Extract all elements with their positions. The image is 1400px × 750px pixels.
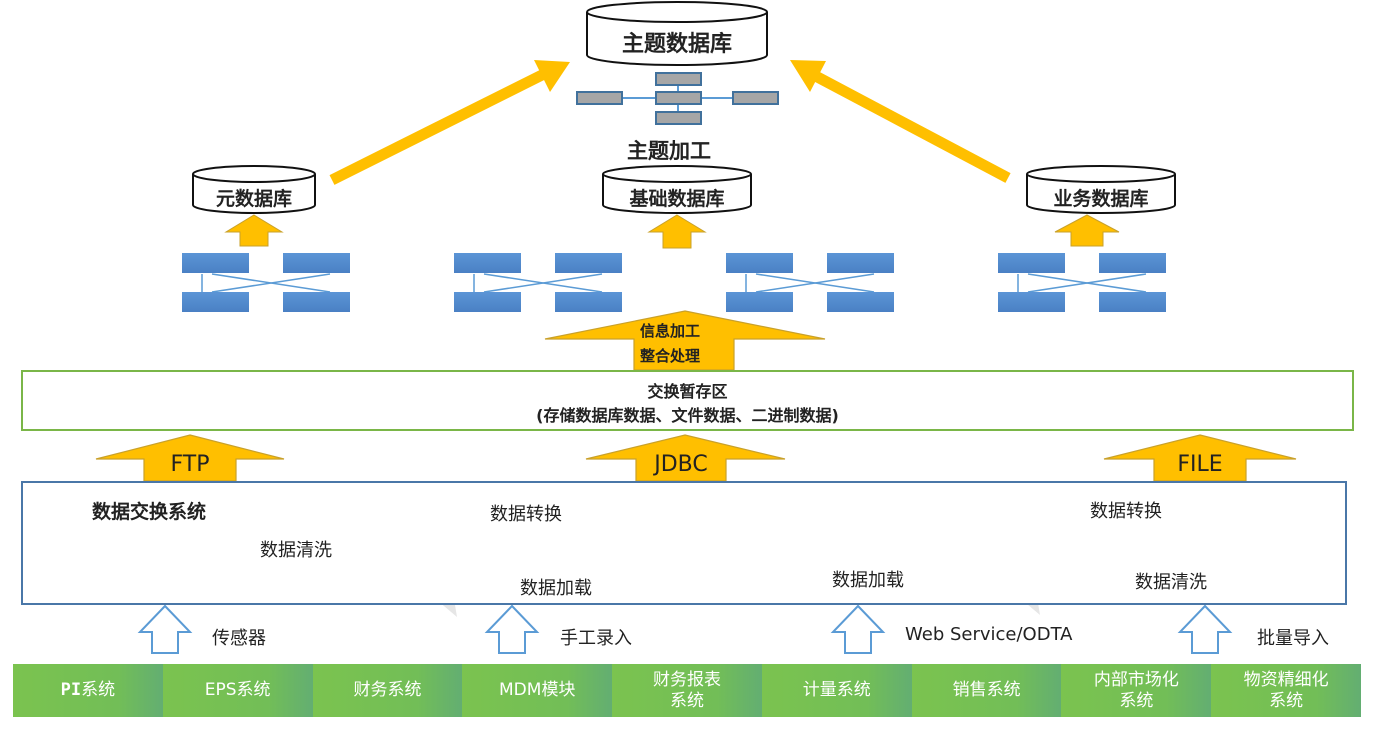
input-webservice: Web Service/ODTA [905, 624, 1073, 645]
source-system[interactable]: MDM模块 [462, 664, 613, 717]
input-up-arrow-icon [1177, 604, 1233, 654]
source-system-label: MDM模块 [499, 680, 576, 700]
source-systems-bar: PI系统 EPS系统 财务系统 MDM模块 财务报表 系统 计量系统 销售系统 … [13, 664, 1362, 717]
right-clean-label: 数据清洗 [1135, 572, 1207, 593]
source-system-label: 物资精细化 系统 [1243, 669, 1329, 711]
up-arrow-business [1054, 214, 1120, 247]
entity-box-bottom [655, 111, 702, 125]
table-block [998, 292, 1065, 312]
input-up-arrow-icon [137, 604, 193, 654]
left-clean-label: 数据清洗 [260, 540, 332, 561]
source-system-label: EPS系统 [204, 680, 271, 700]
entity-box-center [655, 91, 702, 105]
exchange-area-subtitle: (存储数据库数据、文件数据、二进制数据) [536, 406, 839, 425]
business-db-label: 业务数据库 [1053, 188, 1149, 210]
source-system-label: 系统 [81, 680, 116, 700]
table-block [283, 253, 350, 273]
business-db-cylinder [1026, 165, 1176, 214]
source-system[interactable]: 财务报表 系统 [612, 664, 762, 717]
table-mapping-group [182, 253, 350, 312]
input-up-arrow-icon [830, 604, 886, 654]
source-system-label: 计量系统 [802, 680, 871, 700]
table-block [454, 292, 521, 312]
table-block [454, 253, 521, 273]
table-block [827, 292, 894, 312]
info-processing-line1: 信息加工 [640, 322, 701, 340]
source-system-label: 财务系统 [353, 680, 422, 700]
up-arrow-base [647, 214, 707, 249]
table-block [1099, 292, 1166, 312]
table-block [555, 253, 622, 273]
table-block [182, 292, 249, 312]
entity-box-top [655, 72, 702, 86]
source-system[interactable]: 财务系统 [312, 664, 463, 717]
entity-box-left [576, 91, 623, 105]
table-block [726, 292, 793, 312]
source-system[interactable]: 内部市场化 系统 [1061, 664, 1212, 717]
protocol-file: FILE [1177, 452, 1223, 477]
source-system-bold: PI [60, 680, 82, 700]
table-mapping-group [726, 253, 894, 312]
table-mapping-group [454, 253, 622, 312]
theme-db-label: 主题数据库 [621, 32, 732, 57]
source-system-label: 财务报表 系统 [653, 669, 722, 711]
exchange-system-title: 数据交换系统 [92, 501, 207, 523]
resource-center-label: 数据资源中心 [631, 531, 746, 553]
left-transform-label: 数据转换 [490, 504, 562, 525]
table-mapping-group [998, 253, 1166, 312]
input-manual: 手工录入 [560, 628, 632, 649]
exchange-staging-area: 交换暂存区 (存储数据库数据、文件数据、二进制数据) [21, 370, 1354, 431]
arrow-meta-to-theme [329, 60, 570, 185]
input-sensor: 传感器 [212, 628, 266, 649]
source-system[interactable]: EPS系统 [162, 664, 313, 717]
exchange-area-title: 交换暂存区 [647, 382, 728, 401]
right-transform-label: 数据转换 [1090, 501, 1162, 522]
left-load-label: 数据加载 [520, 578, 592, 599]
table-block [726, 253, 793, 273]
source-system[interactable]: 销售系统 [911, 664, 1062, 717]
info-processing-line2: 整合处理 [640, 347, 701, 365]
source-system[interactable]: 物资精细化 系统 [1211, 664, 1362, 717]
source-system[interactable]: PI系统 [13, 664, 163, 717]
theme-db-cylinder [586, 1, 768, 66]
input-batch: 批量导入 [1257, 628, 1329, 649]
meta-db-label: 元数据库 [215, 188, 292, 210]
source-system[interactable]: 计量系统 [761, 664, 912, 717]
table-block [182, 253, 249, 273]
theme-entity-diagram [576, 72, 779, 125]
table-block [998, 253, 1065, 273]
base-db-label: 基础数据库 [629, 188, 725, 210]
source-system-label: 内部市场化 系统 [1093, 669, 1179, 711]
table-block [1099, 253, 1166, 273]
data-exchange-system [21, 481, 1347, 605]
meta-db-cylinder [192, 165, 316, 214]
protocol-ftp: FTP [170, 452, 210, 477]
arrow-business-to-theme [790, 60, 1011, 183]
right-load-label: 数据加载 [832, 570, 904, 591]
up-arrow-meta [224, 214, 284, 247]
protocol-jdbc: JDBC [654, 452, 708, 477]
source-system-label: 销售系统 [952, 680, 1021, 700]
base-db-cylinder [602, 165, 752, 214]
entity-box-right [732, 91, 779, 105]
theme-processing-label: 主题加工 [627, 139, 711, 163]
input-up-arrow-icon [484, 604, 540, 654]
table-block [555, 292, 622, 312]
table-block [283, 292, 350, 312]
table-block [827, 253, 894, 273]
